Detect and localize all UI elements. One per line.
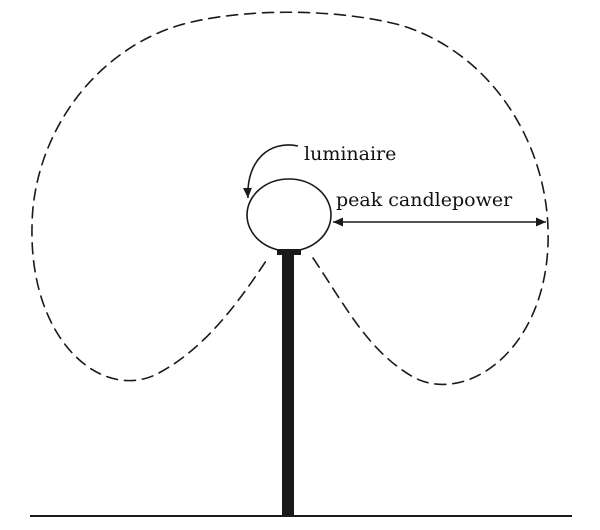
candlepower-distribution-curve: [31, 11, 549, 386]
peak-candlepower-label: peak candlepower: [336, 189, 513, 211]
luminaire-cap: [277, 249, 301, 255]
luminaire-label: luminaire: [304, 143, 396, 165]
pole: [282, 255, 294, 516]
luminaire-globe: [246, 178, 332, 252]
luminaire-leader-arrow: [243, 144, 299, 199]
